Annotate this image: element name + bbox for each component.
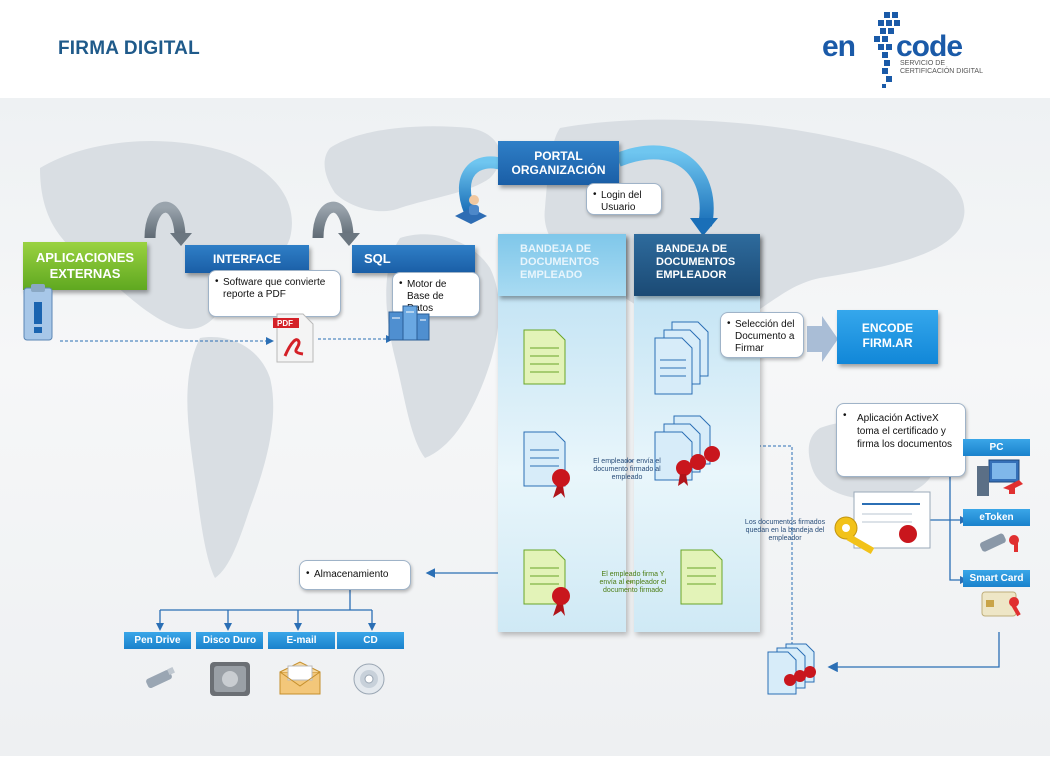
storage-tab-email: E-mail — [268, 632, 335, 649]
curve-arrow-to-portal — [459, 156, 507, 215]
document-stack-icon — [652, 320, 718, 396]
user-computer-icon — [453, 194, 489, 226]
signed-documents-output-icon — [766, 642, 828, 696]
document-green-icon — [521, 328, 567, 386]
cd-disc-icon — [352, 662, 386, 696]
pdf-icon: PDF — [273, 312, 317, 364]
clipboard-icon — [22, 284, 56, 344]
device-tab-smartcard: Smart Card — [963, 570, 1030, 587]
device-tab-pc: PC — [963, 439, 1030, 456]
encode-logo-graphic: en code — [822, 12, 963, 88]
storage-tab-discoduro: Disco Duro — [196, 632, 263, 649]
etoken-usb-icon — [978, 528, 1024, 554]
encode-firmar-box: ENCODE FIRM.AR — [837, 310, 938, 364]
curve-arrow-portal-empleador — [615, 145, 714, 227]
pc-icon — [975, 458, 1025, 500]
hard-disk-icon — [208, 660, 252, 698]
certificate-key-icon — [832, 490, 932, 562]
pen-drive-icon — [142, 664, 178, 692]
activex-note: Aplicación ActiveX toma el certificado y… — [836, 403, 966, 477]
annotation-docs-firmados: Los documentos firmados quedan en la ban… — [744, 519, 826, 542]
almacenamiento-note: Almacenamiento — [299, 560, 411, 590]
interface-note: Software que convierte reporte a PDF — [208, 270, 341, 317]
seleccion-documento-note: Selección del Documento a Firmar — [720, 312, 804, 358]
signed-document-stack-icon — [652, 414, 728, 488]
email-envelope-icon — [278, 660, 322, 696]
logo-tagline: SERVICIO DE CERTIFICACIÓN DIGITAL — [900, 60, 983, 75]
signed-document-green-icon — [521, 548, 575, 616]
svg-text:PDF: PDF — [277, 319, 293, 328]
smartcard-icon — [980, 590, 1024, 620]
bandeja-empleador-header: BANDEJA DE DOCUMENTOS EMPLEADOR — [634, 234, 760, 296]
encode-logo: en code SERVICIO DE CERTIFICACIÓN DIGITA… — [822, 10, 992, 90]
storage-tab-cd: CD — [337, 632, 404, 649]
device-tab-etoken: eToken — [963, 509, 1030, 526]
curve-arrow-interface-sql — [312, 201, 354, 239]
signed-document-blue-icon — [521, 430, 575, 498]
portal-organizacion-box: PORTAL ORGANIZACIÓN — [498, 141, 619, 185]
interface-box: INTERFACE — [185, 245, 309, 273]
sql-box: SQL — [352, 245, 475, 273]
logo-wordmark-en: en — [822, 30, 855, 63]
storage-tree — [159, 590, 373, 625]
page-title: FIRMA DIGITAL — [58, 38, 200, 59]
database-server-icon — [387, 302, 431, 344]
device-bracket — [930, 451, 960, 581]
signed-document-green-empleador-icon — [678, 548, 732, 616]
annotation-empleador-envia: El empleador envía el documento firmado … — [593, 458, 661, 481]
login-note: Login del Usuario — [586, 183, 662, 215]
curve-arrow-apps-interface — [144, 201, 186, 239]
arrow-smartcard-to-docs — [827, 632, 1000, 673]
bandeja-empleado-header: BANDEJA DE DOCUMENTOS EMPLEADO — [498, 234, 626, 296]
storage-tab-pendrive: Pen Drive — [124, 632, 191, 649]
arrow-to-encode-firmar — [807, 316, 838, 362]
logo-wordmark-code: code — [896, 30, 962, 63]
aplicaciones-externas-box: APLICACIONES EXTERNAS — [23, 242, 147, 290]
annotation-empleado-firma: El empleado firma Y envía al empleador e… — [599, 571, 667, 594]
